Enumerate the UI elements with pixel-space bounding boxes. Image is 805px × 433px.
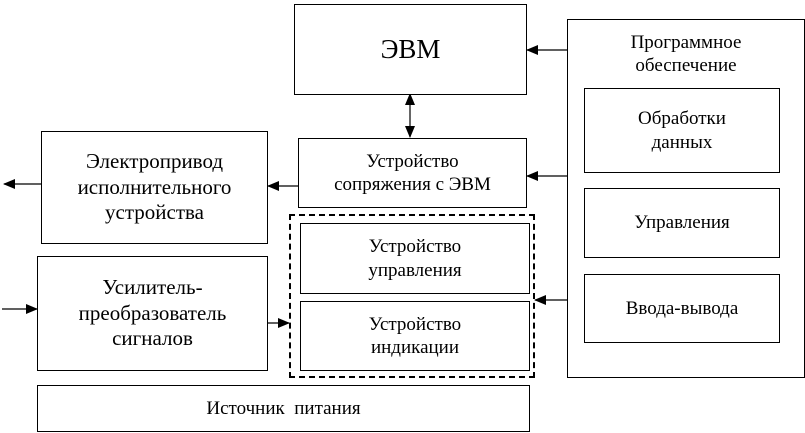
electric-drive-line-3: устройства xyxy=(105,200,204,225)
control-software-block: Управления xyxy=(584,188,780,258)
data-processing-block: Обработки данных xyxy=(584,88,780,173)
io-software-label: Ввода-вывода xyxy=(625,297,739,319)
interface-device-block: Устройство сопряжения с ЭВМ xyxy=(298,138,527,208)
data-processing-line-2: данных xyxy=(651,131,713,153)
data-processing-line-1: Обработки xyxy=(638,108,726,130)
device-group-dashed-frame xyxy=(289,214,535,378)
electric-drive-line-1: Электропривод xyxy=(85,149,224,174)
interface-device-line-2: сопряжения с ЭВМ xyxy=(334,174,491,195)
power-supply-label: Источник питания xyxy=(206,397,361,419)
electric-drive-line-2: исполнительного xyxy=(77,174,232,199)
power-supply-block: Источник питания xyxy=(37,385,530,432)
evm-block: ЭВМ xyxy=(294,4,527,95)
control-software-label: Управления xyxy=(634,212,730,234)
io-software-block: Ввода-вывода xyxy=(584,274,780,343)
electric-drive-block: Электропривод исполнительного устройства xyxy=(41,131,268,244)
signal-amplifier-line-1: Усилитель- xyxy=(102,275,203,300)
signal-amplifier-line-3: сигналов xyxy=(112,326,193,351)
interface-device-line-1: Устройство xyxy=(366,150,459,172)
control-device-line-2: управления xyxy=(368,259,462,281)
software-title-line-2: обеспечение xyxy=(635,55,737,77)
signal-amplifier-line-2: преобразователь xyxy=(78,300,227,325)
signal-amplifier-block: Усилитель- преобразователь сигналов xyxy=(37,256,268,371)
indication-device-block: Устройство индикации xyxy=(300,301,530,371)
control-device-line-1: Устройство xyxy=(368,236,462,258)
software-title-line-1: Программное xyxy=(630,32,742,53)
control-device-block: Устройство управления xyxy=(300,223,530,294)
indication-device-line-1: Устройство xyxy=(368,313,462,335)
evm-label: ЭВМ xyxy=(380,34,441,65)
indication-device-line-2: индикации xyxy=(370,337,460,358)
